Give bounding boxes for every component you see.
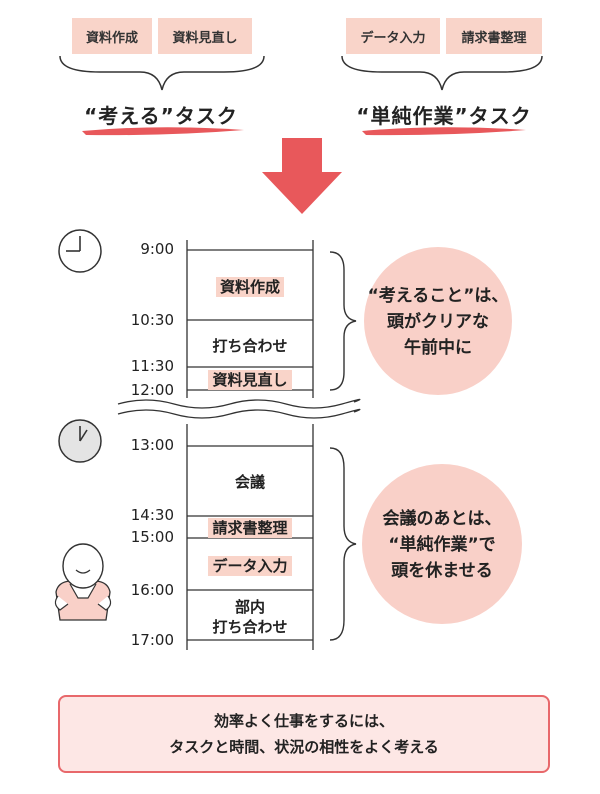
time-0900: 9:00	[140, 240, 174, 258]
caption-tanjun-sagyo-task: “単純作業”タスク	[356, 104, 532, 128]
note-morning-line3: 午前中に	[404, 338, 472, 358]
summary-line1: 効率よく仕事をするには、	[213, 712, 394, 730]
slot-uchiawase: 打ち合わせ	[212, 337, 288, 355]
note-morning-line2: 頭がクリアな	[387, 312, 489, 332]
tag-data-nyuryoku: データ入力	[346, 18, 440, 54]
note-afternoon-line2: “単純作業”で	[388, 535, 496, 555]
note-afternoon: 会議のあとは、 “単純作業”で 頭を休ませる	[370, 506, 514, 584]
time-1500: 15:00	[130, 528, 174, 546]
person-illustration	[54, 543, 112, 621]
timeline-morning	[186, 240, 314, 398]
clock-nine-icon	[58, 229, 102, 273]
brace-afternoon	[329, 447, 357, 641]
time-1600: 16:00	[130, 581, 174, 599]
note-circle-afternoon	[362, 464, 522, 624]
note-morning: “考えること”は、 頭がクリアな 午前中に	[366, 283, 510, 361]
time-break-wave	[117, 398, 361, 419]
time-1130: 11:30	[130, 357, 174, 375]
slot-bunai-uchiawase: 部内 打ち合わせ	[188, 597, 312, 637]
tag-shiryo-minaoshi: 資料見直し	[158, 18, 252, 54]
time-1200: 12:00	[130, 381, 174, 399]
brace-left	[59, 55, 265, 91]
time-1300: 13:00	[130, 436, 174, 454]
schedule-graphics	[54, 229, 522, 650]
underline-left-brush	[82, 127, 244, 136]
down-arrow-icon	[262, 138, 342, 214]
summary-box: 効率よく仕事をするには、 タスクと時間、状況の相性をよく考える	[58, 695, 550, 773]
time-1700: 17:00	[130, 631, 174, 649]
summary-line2: タスクと時間、状況の相性をよく考える	[169, 738, 439, 756]
note-circle-morning	[364, 247, 512, 395]
slot-shiryo-minaoshi: 資料見直し	[188, 369, 312, 390]
slot-bunai-line2: 打ち合わせ	[212, 618, 288, 636]
top-braces	[59, 55, 543, 136]
note-morning-line1: “考えること”は、	[367, 286, 509, 306]
tag-shiryo-sakusei: 資料作成	[72, 18, 152, 54]
slot-bunai-line1: 部内	[234, 598, 265, 616]
time-1430: 14:30	[130, 506, 174, 524]
slot-seikyusho-seiri: 請求書整理	[188, 517, 312, 538]
underline-right-brush	[362, 127, 526, 136]
slot-kaigi: 会議	[234, 473, 265, 491]
tag-seikyusho-seiri: 請求書整理	[446, 18, 542, 54]
note-afternoon-line1: 会議のあとは、	[382, 509, 502, 529]
clock-one-icon	[58, 419, 102, 463]
timeline-afternoon	[186, 424, 314, 650]
brace-right	[341, 55, 543, 91]
brace-morning	[329, 251, 357, 391]
slot-data-nyuryoku: データ入力	[188, 555, 312, 576]
note-afternoon-line3: 頭を休ませる	[391, 561, 493, 581]
time-1030: 10:30	[130, 311, 174, 329]
slot-shiryo-sakusei: 資料作成	[188, 276, 312, 297]
caption-kangaeru-task: “考える”タスク	[84, 104, 238, 128]
